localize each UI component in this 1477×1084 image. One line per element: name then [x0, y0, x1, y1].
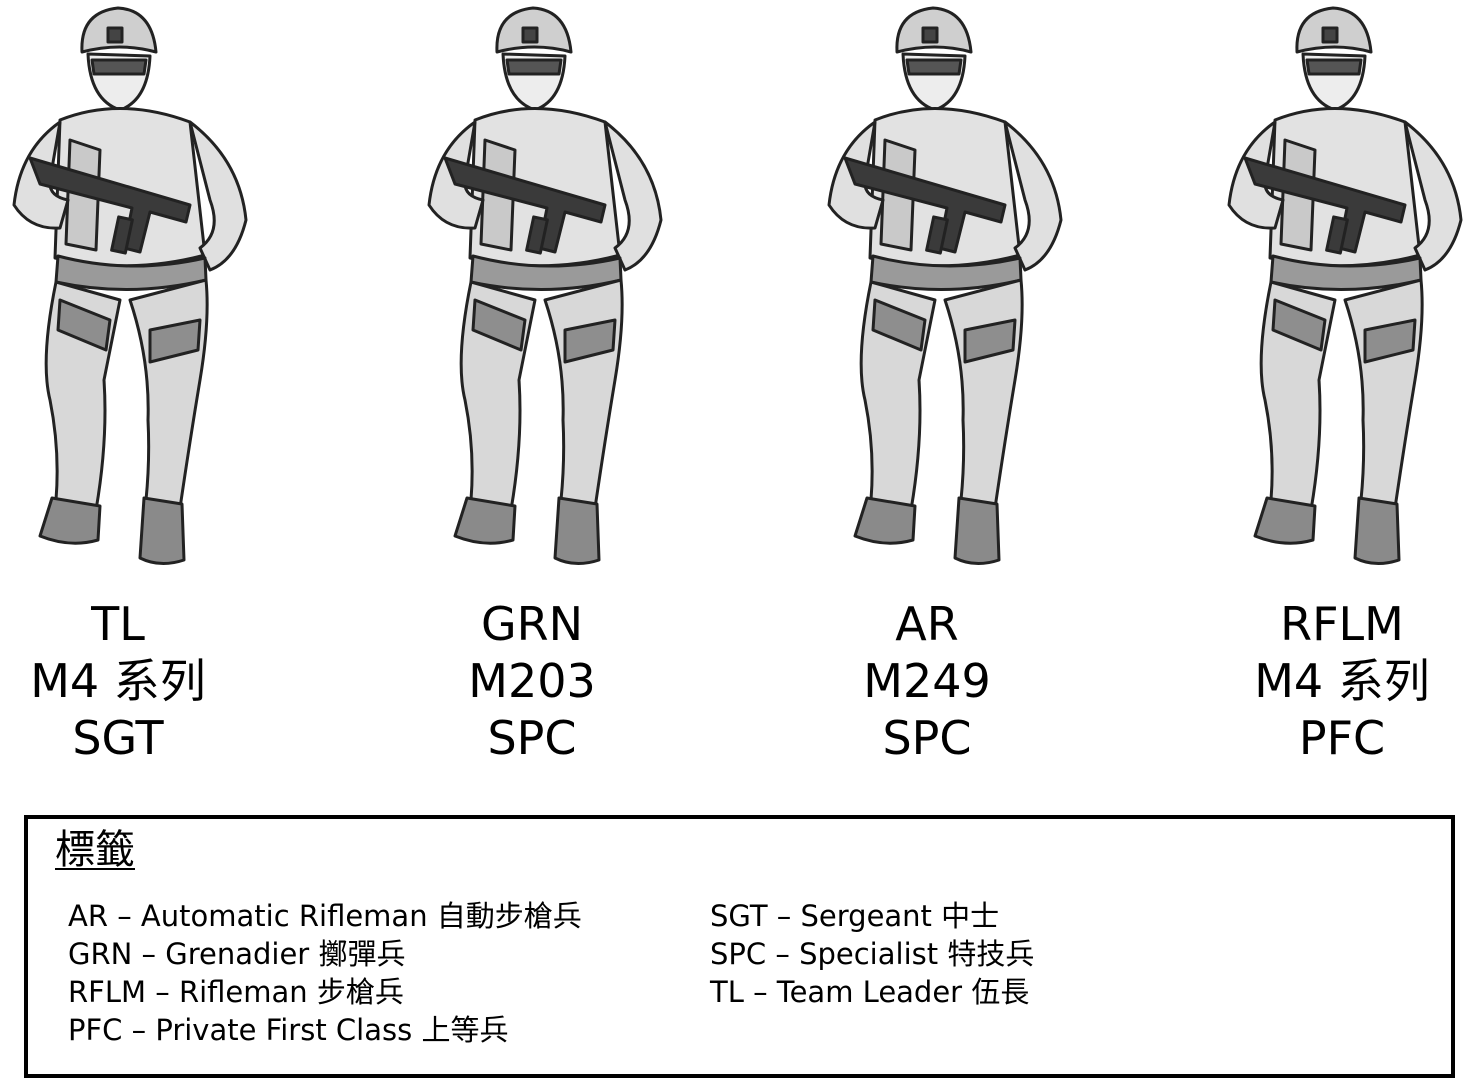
unit-weapon: M4 系列 [30, 654, 206, 708]
soldier-figure-rflm [1215, 0, 1477, 580]
unit-rank: PFC [1298, 711, 1386, 765]
unit-weapon: M203 [468, 654, 596, 708]
soldier-figure-grn [415, 0, 685, 580]
legend-item: PFC – Private First Class 上等兵 [68, 1013, 509, 1047]
legend-column-right: SGT – Sergeant 中士 SPC – Specialist 特技兵 T… [710, 897, 1034, 1011]
unit-role: TL [91, 597, 145, 651]
unit-weapon: M249 [863, 654, 991, 708]
legend-title: 標籤 [55, 827, 135, 873]
soldier-figure-tl [0, 0, 270, 580]
unit-rank: SPC [882, 711, 972, 765]
legend-box: 標籤 AR – Automatic Rifleman 自動步槍兵 GRN – G… [24, 815, 1455, 1078]
unit-role: GRN [480, 597, 584, 651]
legend-item: SGT – Sergeant 中士 [710, 899, 1000, 933]
legend-item: RFLM – Rifleman 步槍兵 [68, 975, 404, 1009]
unit-role: RFLM [1280, 597, 1404, 651]
unit-role: AR [895, 597, 959, 651]
legend-item: SPC – Specialist 特技兵 [710, 937, 1035, 971]
legend-item: AR – Automatic Rifleman 自動步槍兵 [68, 899, 582, 933]
unit-caption-rflm: RFLM M4 系列 PFC [1192, 596, 1477, 767]
legend-item: GRN – Grenadier 擲彈兵 [68, 937, 406, 971]
unit-caption-tl: TL M4 系列 SGT [0, 596, 268, 767]
unit-rank: SPC [487, 711, 577, 765]
unit-rank: SGT [72, 711, 164, 765]
soldier-figure-ar [815, 0, 1085, 580]
unit-caption-ar: AR M249 SPC [777, 596, 1077, 767]
legend-item: TL – Team Leader 伍長 [710, 975, 1030, 1009]
unit-caption-grn: GRN M203 SPC [382, 596, 682, 767]
legend-column-left: AR – Automatic Rifleman 自動步槍兵 GRN – Gren… [68, 897, 582, 1049]
unit-weapon: M4 系列 [1254, 654, 1430, 708]
